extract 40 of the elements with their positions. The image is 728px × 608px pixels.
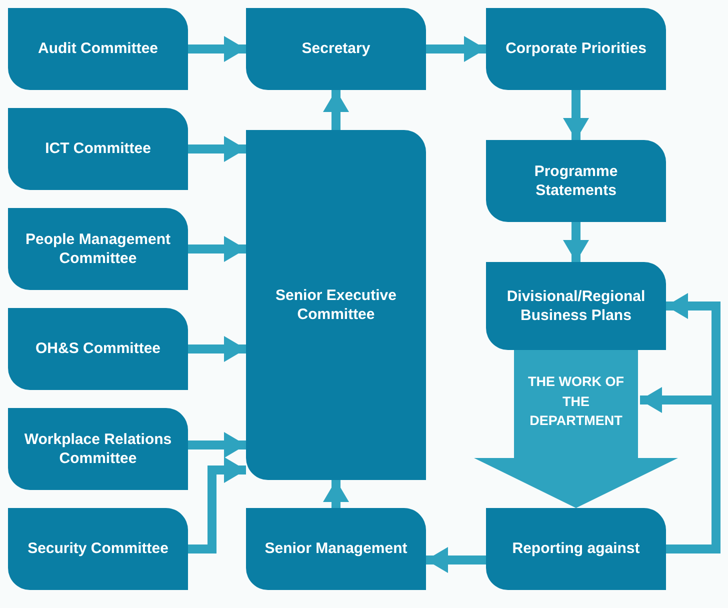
arrow bbox=[188, 236, 246, 262]
process-box bbox=[8, 8, 188, 90]
process-box bbox=[246, 130, 426, 480]
box-label: Corporate Priorities bbox=[504, 39, 648, 59]
box-label: Security Committee bbox=[26, 539, 170, 559]
box-label: Senior Executive Committee bbox=[274, 286, 398, 324]
arrow bbox=[323, 90, 349, 130]
box-label: Senior Management bbox=[264, 539, 408, 559]
process-box bbox=[8, 308, 188, 390]
process-box bbox=[486, 262, 666, 350]
arrow bbox=[426, 36, 486, 62]
box-label: ICT Committee bbox=[44, 139, 152, 159]
process-box bbox=[8, 108, 188, 190]
process-box bbox=[8, 408, 188, 490]
box-label: Secretary bbox=[300, 39, 372, 59]
box-label: OH&S Committee bbox=[34, 339, 162, 359]
process-box bbox=[486, 508, 666, 590]
process-box bbox=[486, 8, 666, 90]
edge-label: THE WORK OF THE DEPARTMENT bbox=[527, 373, 625, 430]
arrow bbox=[323, 480, 349, 508]
box-label: Programme Statements bbox=[533, 162, 619, 200]
process-box bbox=[246, 8, 426, 90]
box-label: Audit Committee bbox=[37, 39, 159, 59]
arrow bbox=[563, 90, 589, 140]
arrow bbox=[188, 432, 246, 458]
box-label: Workplace Relations Committee bbox=[23, 430, 173, 468]
process-box bbox=[486, 140, 666, 222]
box-label: People Management Committee bbox=[24, 230, 172, 268]
arrow bbox=[188, 336, 246, 362]
arrow bbox=[188, 457, 246, 554]
arrow bbox=[426, 547, 486, 573]
process-box bbox=[246, 508, 426, 590]
arrow bbox=[188, 36, 246, 62]
block-arrow bbox=[474, 350, 678, 508]
process-box bbox=[8, 208, 188, 290]
process-box bbox=[8, 508, 188, 590]
arrow bbox=[188, 136, 246, 162]
box-label: Divisional/Regional Business Plans bbox=[506, 286, 646, 326]
box-label: Reporting against bbox=[511, 539, 641, 559]
arrow bbox=[563, 222, 589, 262]
